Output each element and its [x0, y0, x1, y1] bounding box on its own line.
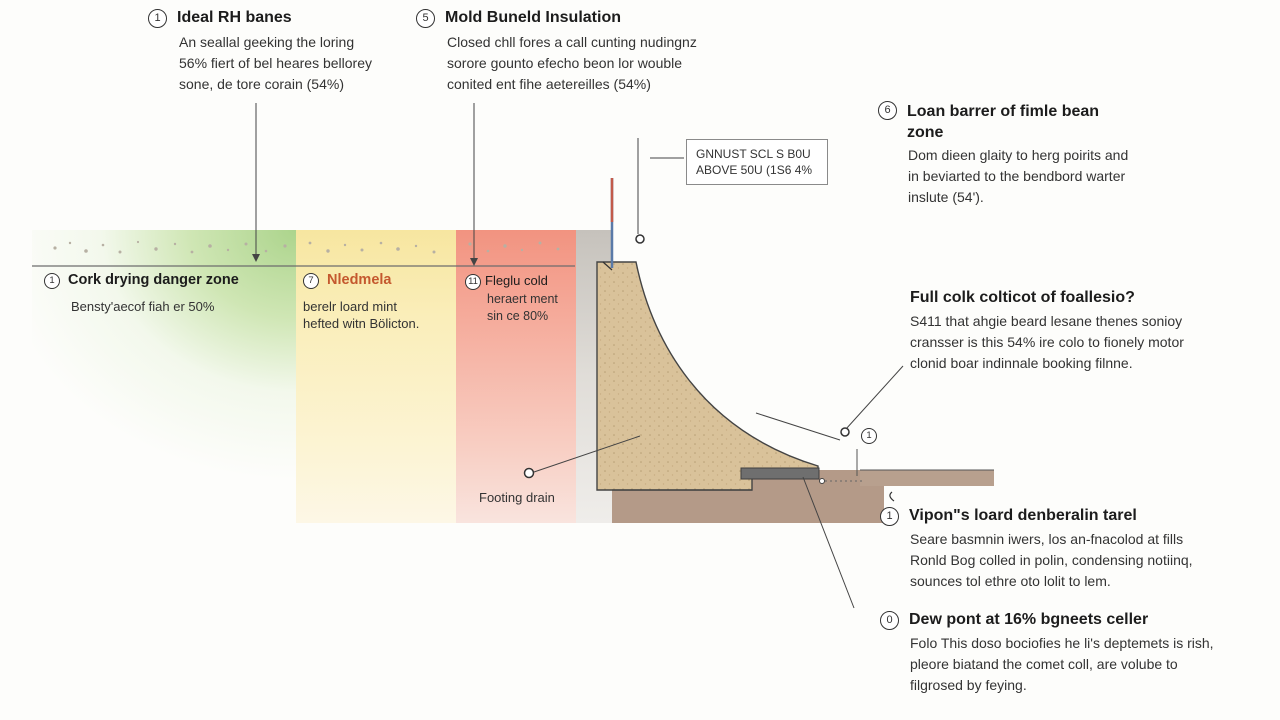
zone-body: Bensty'aecof fiah er 50% [71, 299, 215, 314]
annotation-body: Seare basmnin iwers, los an-fnacolod at … [910, 531, 1193, 589]
callout-box: GNNUST SCL S B0U ABOVE 50U (1S6 4% [686, 139, 828, 185]
zone-title: Cork drying danger zone [68, 272, 239, 288]
annotation-full-colk: Full colk colticot of foallesio? S411 th… [910, 289, 1250, 374]
annotation-number: 0 [880, 611, 899, 630]
annotation-number: 1 [880, 507, 899, 526]
gravel-strip [53, 240, 560, 254]
marker-number: 1 [861, 428, 877, 444]
annotation-body: S411 that ahgie beard lesane thenes soni… [910, 313, 1184, 371]
annotation-number: 5 [416, 9, 435, 28]
zone-number: 1 [44, 273, 60, 289]
zone-yellow-fill [296, 230, 456, 523]
annotation-number: 6 [878, 101, 897, 120]
footing-drain-label: Footing drain [479, 490, 555, 505]
soil-ledge [860, 470, 994, 486]
zone-green-fill [32, 230, 296, 523]
annotation-title: Ideal RH banes [177, 9, 292, 26]
annotation-number: 1 [148, 9, 167, 28]
zone-title: Fleglu cold [485, 273, 548, 288]
annotation-title: Dew pont at 16% bgneets celler [909, 611, 1149, 628]
annotation-title: Vipon"s loard denberalin tarel [909, 507, 1137, 524]
annotation-vipon-loard: 1 Vipon"s loard denberalin tarel Seare ba… [880, 507, 1240, 592]
annotation-mold-insulation: 5 Mold Buneld Insulation Closed chll fore… [416, 9, 756, 95]
annotation-loan-barrier: 6 Loan barrer of fimle bean zone Dom diee… [878, 101, 1198, 208]
annotation-body: Dom dieen glaity to herg poirits and in … [908, 147, 1129, 205]
marker-small: 1 [861, 426, 877, 444]
annotation-body: Closed chll fores a call cunting nudingn… [447, 34, 697, 92]
zone-body: berelr loard mint hefted witn Bölicton. [303, 299, 420, 331]
foundation-wall [596, 261, 819, 491]
zone-title: Nledmela [327, 272, 392, 288]
zone-label-red: 11 Fleglu cold heraert ment sin ce 80% [465, 272, 575, 325]
footing-drain-pipe [740, 467, 820, 480]
annotation-ideal-rh: 1 Ideal RH banes An seallal geeking the l… [148, 9, 408, 95]
zone-body: heraert ment sin ce 80% [487, 292, 558, 323]
zone-number: 11 [465, 274, 481, 290]
zone-label-green: 1 Cork drying danger zone Bensty'aecof fi… [44, 271, 294, 315]
annotation-title: Loan barrer of fimle bean zone [907, 103, 1100, 141]
annotation-body: An seallal geeking the loring 56% fiert … [179, 34, 372, 92]
zone-label-yellow: 7 Nledmela berelr loard mint hefted witn … [303, 271, 453, 332]
annotation-dew-point: 0 Dew pont at 16% bgneets celler Folo Thi… [880, 611, 1250, 696]
zone-number: 7 [303, 273, 319, 289]
annotation-body: Folo This doso bociofies he li's depteme… [910, 635, 1214, 693]
annotation-title: Mold Buneld Insulation [445, 9, 621, 26]
annotation-title: Full colk colticot of foallesio? [910, 289, 1135, 306]
